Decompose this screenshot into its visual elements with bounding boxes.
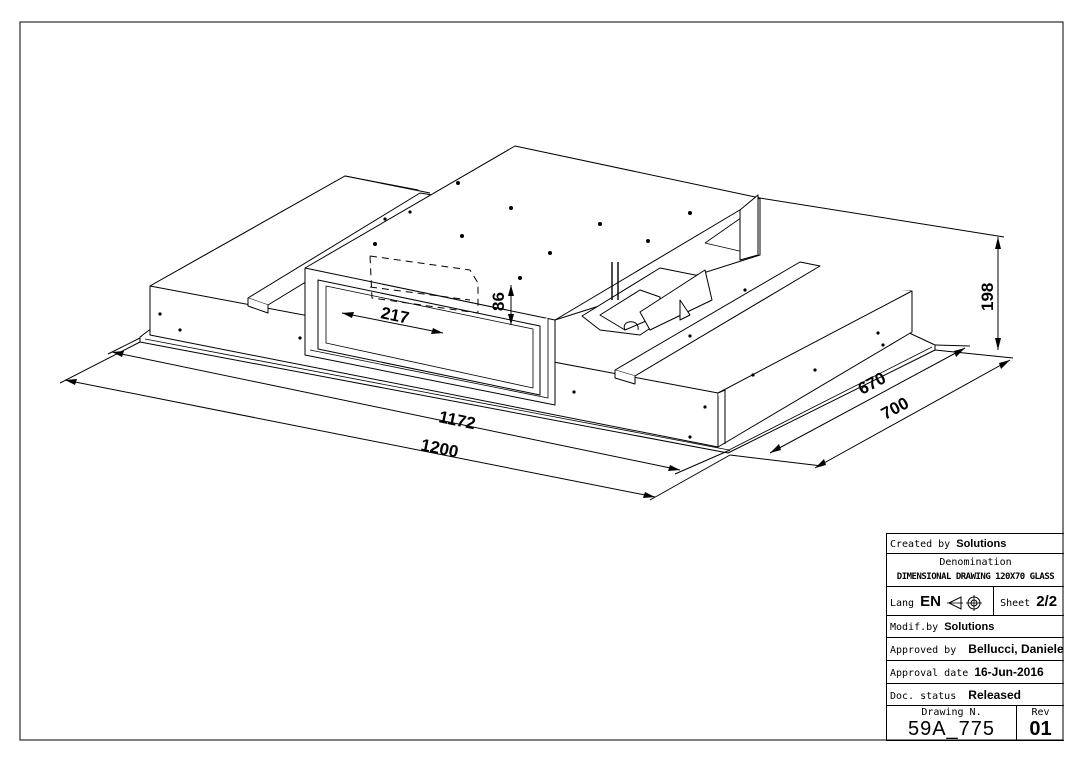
approval-date-value: 16-Jun-2016 bbox=[974, 665, 1044, 679]
created-by-row: Created by Solutions bbox=[887, 534, 1064, 554]
dimension-1172: 1172 bbox=[437, 407, 477, 433]
approval-date-label: Approval date bbox=[890, 668, 969, 679]
lang-label: Lang bbox=[890, 598, 915, 609]
revision-cell: Rev 01 bbox=[1017, 706, 1064, 741]
drawing-value: 59A_775 bbox=[907, 718, 996, 740]
title-block: Created by Solutions Denomination DIMENS… bbox=[886, 533, 1064, 741]
sheet-label: Sheet bbox=[1000, 598, 1031, 609]
created-by-value: Solutions bbox=[956, 538, 1007, 550]
dimension-arrowheads bbox=[65, 237, 1010, 498]
modif-label: Modif.by bbox=[890, 622, 939, 633]
mounting-holes bbox=[158, 181, 885, 439]
hood-isometric-view bbox=[139, 145, 936, 454]
modif-row: Modif.by Solutions bbox=[887, 616, 1064, 638]
status-value: Released bbox=[968, 688, 1021, 702]
status-label: Doc. status bbox=[890, 691, 957, 702]
status-row: Doc. status Released bbox=[887, 684, 1064, 706]
drawing-number-cell: Drawing N. 59A_775 bbox=[887, 706, 1017, 741]
approved-row: Approved by Bellucci, Daniele bbox=[887, 638, 1064, 661]
sheet-value: 2/2 bbox=[1036, 593, 1058, 610]
lang-value: EN bbox=[920, 593, 941, 610]
denomination-value: DIMENSIONAL DRAWING 120X70 GLASS bbox=[896, 572, 1055, 582]
dimension-lines bbox=[59, 197, 1014, 501]
dimension-700: 700 bbox=[878, 393, 912, 423]
denomination-row: Denomination DIMENSIONAL DRAWING 120X70 … bbox=[887, 554, 1064, 587]
sheet-frame bbox=[19, 21, 1064, 741]
dimension-198: 198 bbox=[978, 283, 997, 311]
denomination-label: Denomination bbox=[939, 557, 1012, 568]
modif-value: Solutions bbox=[944, 621, 995, 633]
first-angle-projection-icon bbox=[947, 595, 982, 611]
rev-label: Rev bbox=[1031, 707, 1050, 718]
lang-sheet-row: Lang EN Sheet 2/2 bbox=[887, 587, 1064, 616]
dimension-86: 86 bbox=[489, 292, 508, 311]
rev-value: 01 bbox=[1029, 718, 1052, 740]
drawing-label: Drawing N. bbox=[921, 707, 982, 718]
approved-value: Bellucci, Daniele bbox=[968, 642, 1064, 656]
approval-date-row: Approval date 16-Jun-2016 bbox=[887, 661, 1064, 684]
created-by-label: Created by bbox=[890, 539, 951, 550]
dimension-1200: 1200 bbox=[419, 435, 460, 461]
approved-label: Approved by bbox=[890, 645, 957, 656]
